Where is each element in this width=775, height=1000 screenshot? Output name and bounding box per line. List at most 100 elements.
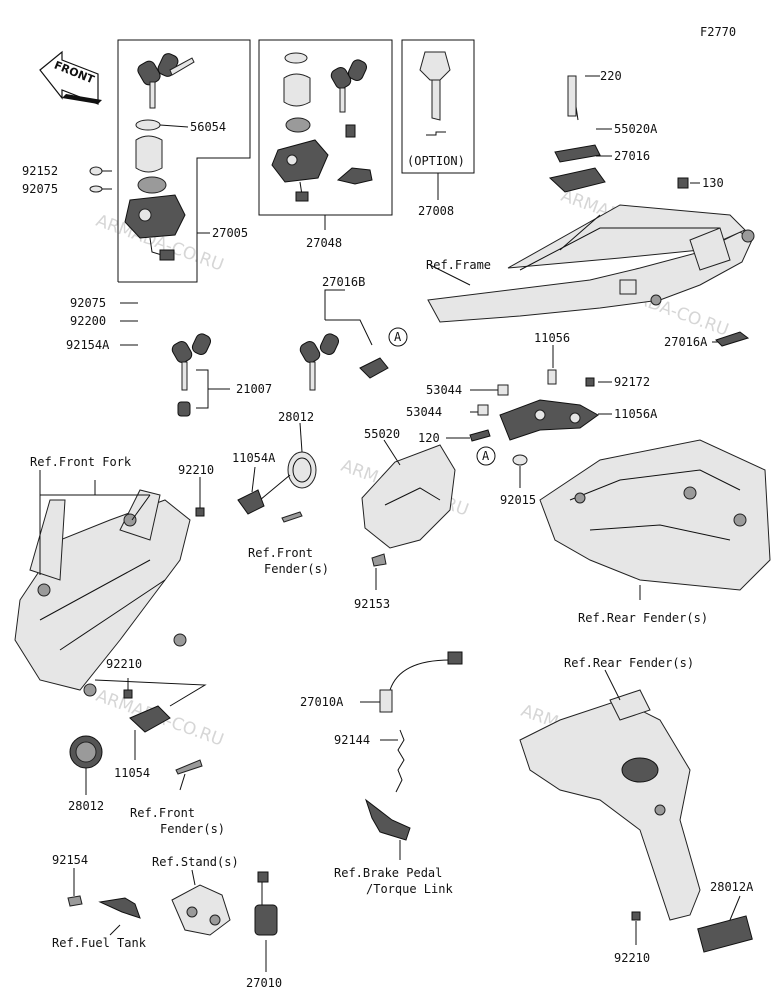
- part-number-27010A: 27010A: [300, 695, 344, 709]
- group-box-27048: [258, 39, 393, 216]
- bracket-27016A: [715, 331, 750, 347]
- diagram-code: F2770: [700, 25, 736, 39]
- part-number-120: 120: [418, 431, 440, 445]
- nut-92210: [631, 911, 641, 921]
- lock-set-icon: [271, 117, 329, 202]
- part-number-28012A: 28012A: [710, 880, 754, 894]
- ref-fuel-tank: Ref.Fuel Tank: [52, 936, 147, 950]
- ref-front-fender: Fender(s): [264, 562, 329, 576]
- part-number-27016: 27016: [614, 149, 650, 163]
- front-fork-icon: [14, 489, 191, 697]
- ref-front-fork: Ref.Front Fork: [30, 455, 132, 469]
- frame-bracket-icon: [548, 75, 606, 193]
- part-number-11054A: 11054A: [232, 451, 276, 465]
- washer-icon: [284, 52, 308, 64]
- part-number-28012: 28012: [68, 799, 104, 813]
- grommet-53044: [497, 384, 509, 396]
- part-number-92153: 92153: [354, 597, 390, 611]
- reflector-icon: [69, 735, 103, 769]
- part-number-92154A: 92154A: [66, 338, 110, 352]
- part-number-28012: 28012: [278, 410, 314, 424]
- frame-icon: [427, 204, 755, 323]
- part-number-27005: 27005: [212, 226, 248, 240]
- bracket-icon: [98, 897, 141, 919]
- callout-a: [388, 327, 408, 347]
- key-icon: [330, 59, 368, 113]
- reflector-icon: [259, 451, 317, 501]
- part-number-92152: 92152: [22, 164, 58, 178]
- part-number-55020A: 55020A: [614, 122, 658, 136]
- bolt-icon: [281, 511, 303, 523]
- part-number-56054: 56054: [190, 120, 226, 134]
- screw-92153: [371, 553, 387, 567]
- bolt-icon: [175, 759, 203, 775]
- ref-brake-pedal: Ref.Brake Pedal: [334, 866, 442, 880]
- washer-56054: [135, 119, 161, 131]
- part-number-27016A: 27016A: [664, 335, 708, 349]
- bracket-11056A: [499, 399, 599, 441]
- part-number-92154: 92154: [52, 853, 88, 867]
- cover-55020: [361, 444, 456, 549]
- rubber-11056: [547, 369, 557, 385]
- cap-icon: [135, 135, 163, 173]
- bolt-130: [677, 177, 689, 189]
- part-number-92075: 92075: [22, 182, 58, 196]
- callout-a-label: A: [482, 449, 490, 463]
- grommet-53044: [477, 404, 489, 416]
- bolt-icon: [345, 124, 356, 138]
- ignition-switch-icon: [124, 176, 186, 261]
- part-number-92144: 92144: [334, 733, 370, 747]
- brake-pedal-icon: [365, 798, 411, 841]
- washer-92075: [89, 185, 103, 193]
- part-number-55020: 55020: [364, 427, 400, 441]
- part-number-92200: 92200: [70, 314, 106, 328]
- spring-92144: [395, 729, 405, 793]
- leader-lines: [39, 75, 741, 972]
- ref-rear-fender: Ref.Rear Fender(s): [578, 611, 708, 625]
- bolt-120: [469, 429, 491, 442]
- nut-92210: [123, 689, 133, 699]
- ref-torque-link: /Torque Link: [366, 882, 453, 896]
- ref-stand: Ref.Stand(s): [152, 855, 239, 869]
- part-number-11056A: 11056A: [614, 407, 658, 421]
- part-number-92210: 92210: [106, 657, 142, 671]
- sidestand-switch-icon: [254, 871, 278, 936]
- brake-switch-icon: [379, 651, 463, 713]
- part-number-130: 130: [702, 176, 724, 190]
- key-blank-icon: [419, 51, 451, 136]
- part-number-92075: 92075: [70, 296, 106, 310]
- part-number-53044: 53044: [406, 405, 442, 419]
- ref-rear-fender: Ref.Rear Fender(s): [564, 656, 694, 670]
- cap-icon: [283, 73, 311, 107]
- bracket-11054: [129, 705, 171, 733]
- ref-front-fender: Ref.Front: [248, 546, 313, 560]
- part-number-27008: 27008: [418, 204, 454, 218]
- stand-bracket-icon: [171, 884, 231, 936]
- bolt-92154: [67, 895, 83, 907]
- ref-front-fender: Fender(s): [160, 822, 225, 836]
- key-icon: [137, 53, 195, 109]
- part-number-11056: 11056: [534, 331, 570, 345]
- reflector-28012A: [697, 915, 753, 953]
- callout-a: [476, 446, 496, 466]
- rear-fender-icon: [539, 439, 771, 591]
- rear-fender-icon: [519, 689, 701, 921]
- part-number-27048: 27048: [306, 236, 342, 250]
- part-number-92210: 92210: [178, 463, 214, 477]
- nut-92172: [585, 377, 595, 387]
- nut-92152: [89, 166, 103, 176]
- part-number-27016B: 27016B: [322, 275, 365, 289]
- lock-plate-icon: [336, 167, 373, 185]
- ref-front-fender: Ref.Front: [130, 806, 195, 820]
- bracket-11054A: [237, 489, 265, 515]
- part-number-92015: 92015: [500, 493, 536, 507]
- callout-a-label: A: [394, 330, 402, 344]
- part-number-220: 220: [600, 69, 622, 83]
- part-number-92210: 92210: [614, 951, 650, 965]
- part-number-53044: 53044: [426, 383, 462, 397]
- nut-92210: [195, 507, 205, 517]
- collar-92015: [512, 454, 528, 466]
- ref-frame: Ref.Frame: [426, 258, 491, 272]
- part-number-21007: 21007: [236, 382, 272, 396]
